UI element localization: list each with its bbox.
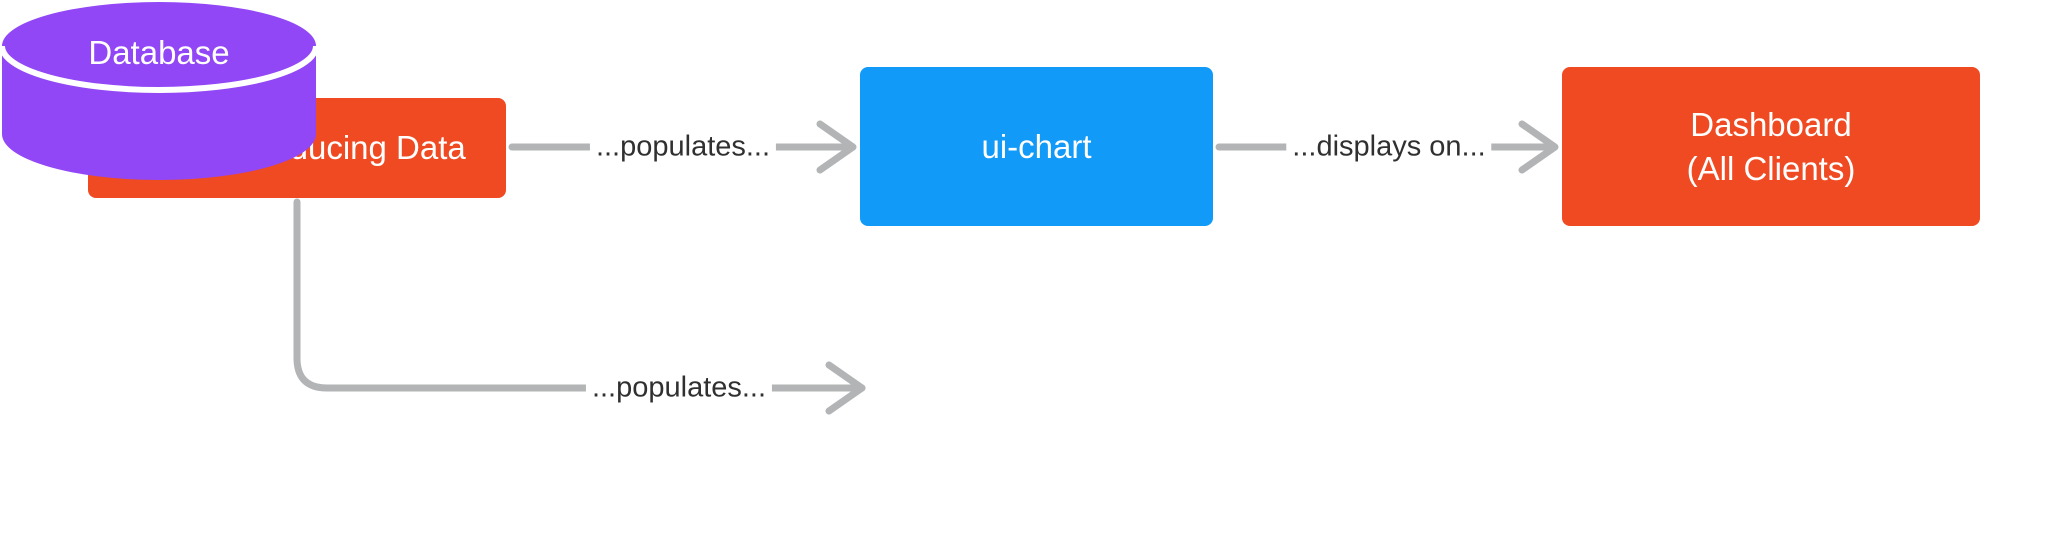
node-dashboard[interactable]: Dashboard (All Clients)	[1562, 67, 1980, 226]
edge-label-displays-on: ...displays on...	[1286, 130, 1492, 164]
node-dashboard-label: Dashboard (All Clients)	[1686, 105, 1856, 187]
node-ui-chart[interactable]: ui-chart	[860, 67, 1213, 226]
node-ui-chart-label: ui-chart	[981, 127, 1092, 165]
node-database-label: Database	[88, 34, 230, 71]
database-cylinder-icon	[0, 2, 318, 180]
edge-label-populates-uichart: ...populates...	[589, 130, 777, 164]
edge-device-to-database-elbow	[293, 198, 590, 392]
edge-uichart-to-dashboard	[1215, 120, 1559, 174]
edge-device-to-database	[293, 198, 866, 415]
node-database[interactable]: Database	[0, 0, 318, 180]
edge-device-to-uichart-arrowhead	[816, 120, 857, 174]
edge-device-to-database-arrowhead	[825, 361, 866, 415]
edge-uichart-to-dashboard-arrowhead	[1518, 120, 1559, 174]
edge-label-populates-database: ...populates...	[585, 371, 773, 405]
